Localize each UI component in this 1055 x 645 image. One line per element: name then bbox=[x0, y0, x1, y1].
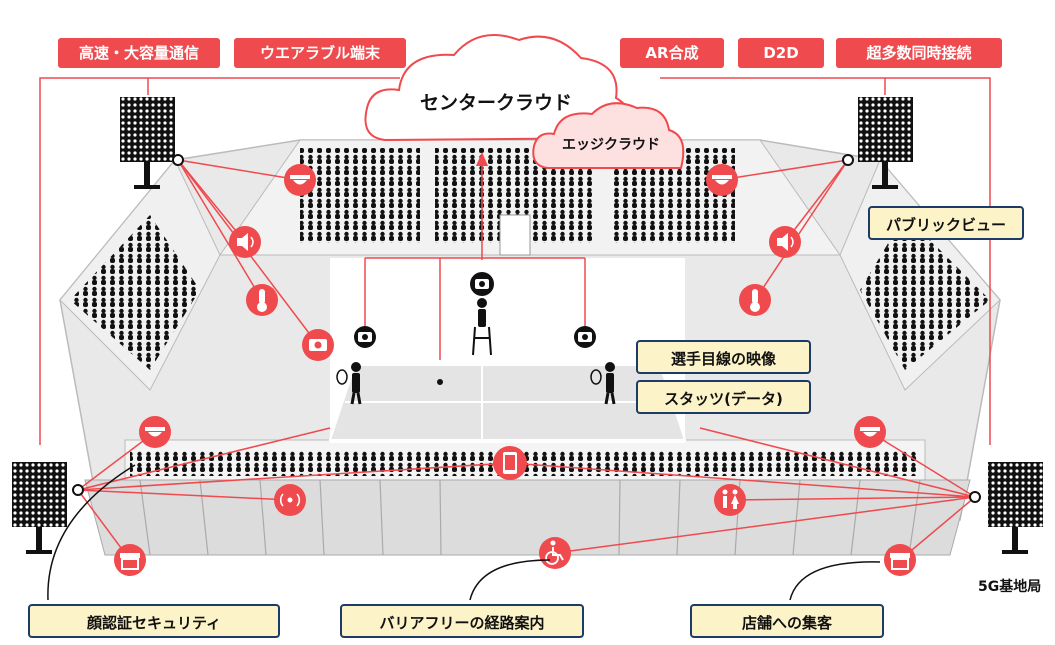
tag-high-speed: 高速・大容量通信 bbox=[58, 38, 220, 68]
camera-icon bbox=[574, 326, 596, 348]
callout-player-view: 選手目線の映像 bbox=[636, 340, 811, 374]
thermometer-icon bbox=[739, 284, 771, 316]
tag-massive-connection: 超多数同時接続 bbox=[836, 38, 1002, 68]
wheelchair-icon bbox=[539, 537, 571, 569]
camera-icon bbox=[354, 326, 376, 348]
base-station-label: 5G基地局 bbox=[978, 579, 1042, 595]
shop-icon bbox=[114, 544, 146, 576]
camera-icon bbox=[302, 329, 334, 361]
restroom-icon bbox=[714, 484, 746, 516]
security-camera-icon bbox=[706, 164, 738, 196]
center-cloud bbox=[364, 34, 631, 142]
smartphone-icon bbox=[493, 446, 527, 480]
tennis-player-icon bbox=[336, 362, 362, 405]
speaker-icon bbox=[769, 226, 801, 258]
tennis-player-icon bbox=[590, 362, 616, 405]
tag-d2d: D2D bbox=[738, 38, 824, 68]
security-camera-icon bbox=[854, 416, 886, 448]
umpire-icon bbox=[472, 298, 492, 356]
callout-barrier-free: バリアフリーの経路案内 bbox=[340, 604, 584, 638]
pointer-arrows bbox=[47, 464, 881, 601]
tag-wearable: ウエアラブル端末 bbox=[234, 38, 406, 68]
speaker-icon bbox=[229, 226, 261, 258]
thermometer-icon bbox=[246, 284, 278, 316]
callout-face-recognition: 顔認証セキュリティ bbox=[28, 604, 280, 638]
tennis-court bbox=[328, 152, 687, 443]
floodlight-icon bbox=[12, 462, 67, 554]
edge-cloud bbox=[532, 102, 685, 169]
callout-stats: スタッツ(データ) bbox=[636, 380, 811, 414]
floodlight-icon bbox=[120, 97, 175, 189]
center-cloud-label: センタークラウド bbox=[420, 92, 573, 114]
floodlight-icon bbox=[858, 97, 913, 189]
callout-shop: 店舗への集客 bbox=[690, 604, 884, 638]
security-camera-icon bbox=[139, 416, 171, 448]
wifi-icon bbox=[274, 484, 306, 516]
floodlight-icon bbox=[988, 462, 1043, 554]
security-camera-icon bbox=[284, 164, 316, 196]
tag-ar: AR合成 bbox=[620, 38, 724, 68]
camera-icon bbox=[470, 272, 494, 296]
callout-public-view: パブリックビュー bbox=[868, 206, 1024, 240]
shop-icon bbox=[884, 544, 916, 576]
edge-cloud-label: エッジクラウド bbox=[562, 137, 660, 153]
